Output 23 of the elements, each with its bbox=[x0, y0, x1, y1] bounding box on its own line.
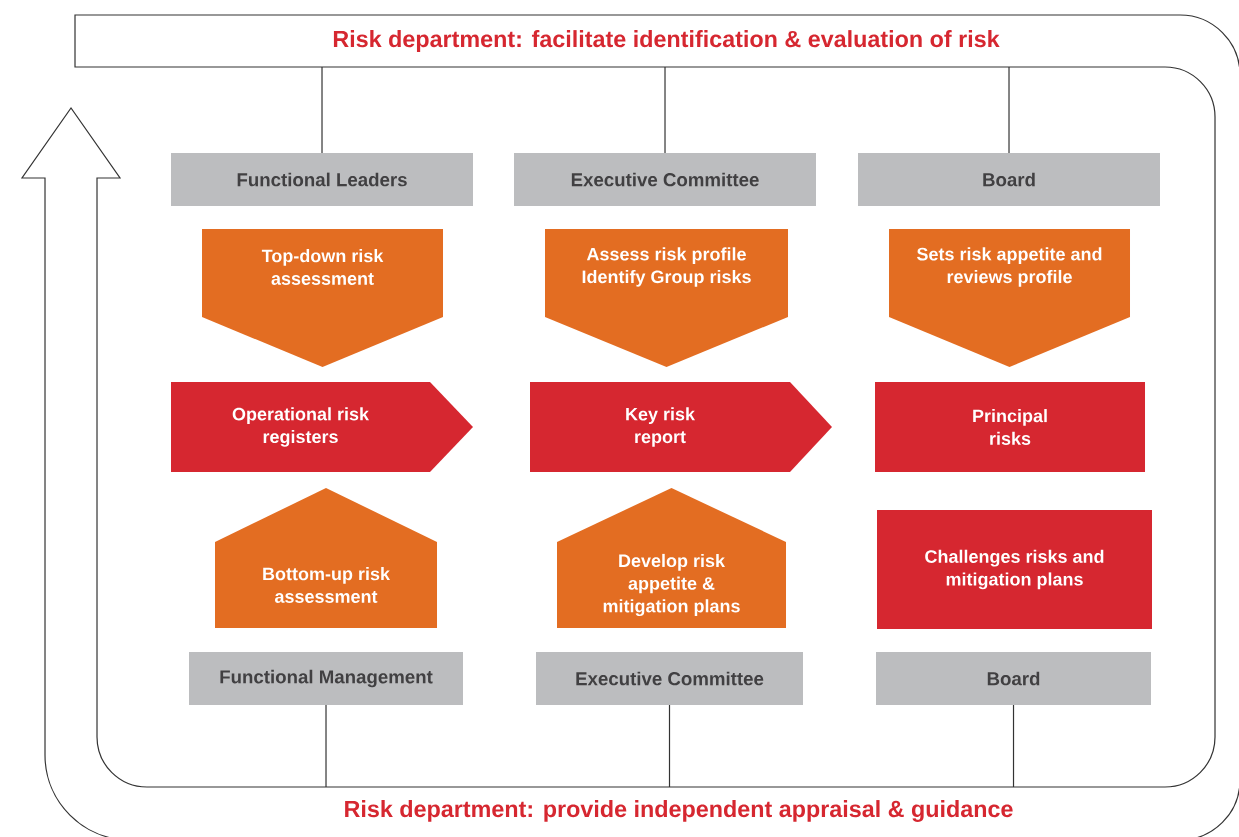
pentagon-box: Assess risk profile Identify Group risks bbox=[545, 229, 788, 367]
connector-line bbox=[1008, 66, 1010, 154]
band-heading: Risk department: provide independent appraisal & guidance bbox=[345, 800, 1013, 822]
role-box: Functional Management bbox=[189, 652, 463, 705]
result-box: Principal risks bbox=[875, 382, 1145, 472]
pentagon-box: Develop risk appetite & mitigation plans bbox=[557, 488, 786, 628]
right-arrow-box: Key risk report bbox=[530, 382, 832, 472]
role-box: Board bbox=[858, 153, 1160, 206]
band-heading: Risk department: facilitate identification & evaluation of risk bbox=[333, 30, 1000, 52]
pentagon-box: Top-down risk assessment bbox=[202, 229, 443, 367]
connector-line bbox=[664, 66, 666, 154]
connector-line bbox=[668, 704, 671, 788]
result-box: Challenges risks and mitigation plans bbox=[877, 510, 1152, 629]
role-box: Executive Committee bbox=[514, 153, 816, 206]
right-arrow-box: Operational risk registers bbox=[171, 382, 473, 472]
role-box: Functional Leaders bbox=[171, 153, 473, 206]
pentagon-box: Sets risk appetite and reviews profile bbox=[889, 229, 1130, 367]
connector-line bbox=[1012, 704, 1015, 788]
pentagon-box: Bottom-up risk assessment bbox=[215, 488, 437, 628]
role-box: Board bbox=[876, 652, 1151, 705]
connector-line bbox=[321, 66, 323, 154]
connector-line bbox=[325, 704, 327, 788]
role-box: Executive Committee bbox=[536, 652, 803, 705]
